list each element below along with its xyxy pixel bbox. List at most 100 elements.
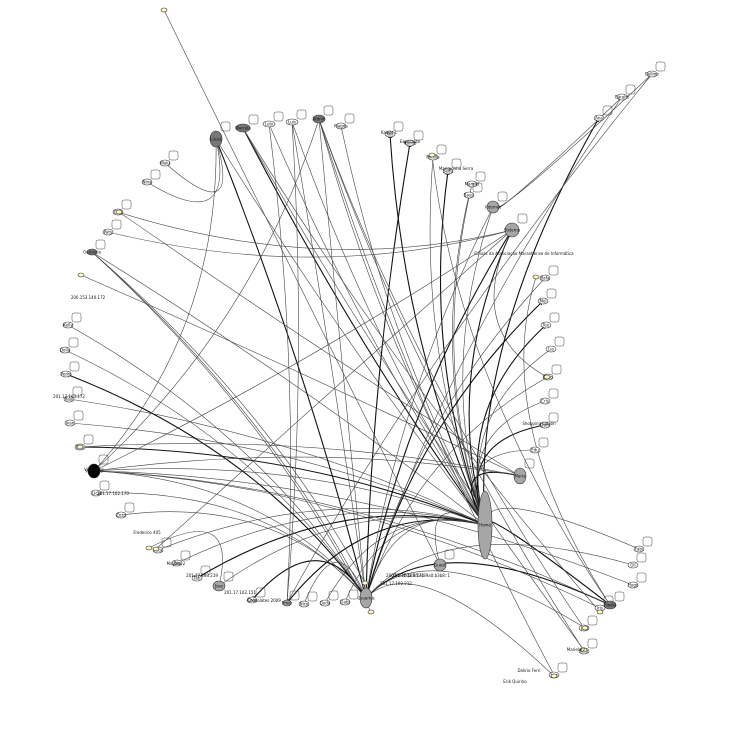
graph-node[interactable]: Mirella <box>426 144 447 161</box>
graph-node[interactable] <box>596 609 604 615</box>
graph-node[interactable]: Kelly <box>62 312 82 329</box>
node-shape[interactable] <box>171 559 183 567</box>
node-shape[interactable] <box>312 114 326 124</box>
node-shape[interactable] <box>477 490 493 560</box>
node-shape[interactable] <box>545 345 557 353</box>
graph-node[interactable]: Caio <box>246 587 266 604</box>
node-shape[interactable] <box>145 545 153 551</box>
graph-node[interactable]: Gil <box>627 552 647 569</box>
graph-node[interactable]: Edu <box>529 437 549 454</box>
graph-node[interactable]: Marcela <box>235 114 259 133</box>
graph-node[interactable]: Baraldi <box>615 84 636 101</box>
graph-node[interactable] <box>145 545 153 551</box>
graph-node[interactable] <box>543 374 551 380</box>
graph-node[interactable]: Sistema <box>504 213 528 238</box>
graph-node[interactable]: Bia <box>171 550 191 567</box>
graph-node[interactable]: Visitante <box>85 454 109 479</box>
node-shape[interactable] <box>428 152 436 158</box>
node-shape[interactable] <box>59 346 71 354</box>
graph-node[interactable]: Lia <box>545 336 565 353</box>
graph-node[interactable]: Emer <box>282 590 300 607</box>
node-shape[interactable] <box>593 114 605 122</box>
graph-node[interactable]: Admin <box>312 105 334 124</box>
node-shape[interactable] <box>141 178 153 186</box>
graph-node[interactable] <box>361 580 369 586</box>
graph-node[interactable]: Bassi <box>463 182 483 199</box>
node-shape[interactable] <box>298 600 310 608</box>
graph-node[interactable]: Lica <box>90 480 110 497</box>
graph-node[interactable] <box>115 209 123 215</box>
node-shape[interactable] <box>77 272 85 278</box>
graph-node[interactable]: Nina <box>141 169 161 186</box>
graph-node[interactable]: Fabi <box>633 536 653 553</box>
node-shape[interactable] <box>246 596 258 604</box>
node-shape[interactable] <box>466 180 478 188</box>
graph-node[interactable]: Guest <box>433 549 455 572</box>
node-shape[interactable] <box>339 598 351 606</box>
node-shape[interactable] <box>62 321 74 329</box>
graph-node[interactable] <box>428 152 436 158</box>
graph-node[interactable]: Nando <box>404 130 424 147</box>
node-shape[interactable] <box>212 580 226 592</box>
node-shape[interactable] <box>191 574 203 582</box>
node-shape[interactable] <box>160 7 168 13</box>
node-shape[interactable] <box>539 397 551 405</box>
graph-node[interactable]: Ana <box>593 105 613 122</box>
graph-node[interactable]: Malu <box>159 150 179 167</box>
graph-node[interactable]: Dolly <box>59 337 79 354</box>
graph-node[interactable]: Lucas <box>209 121 231 148</box>
graph-node[interactable]: Hugo <box>627 572 647 589</box>
node-shape[interactable] <box>64 419 76 427</box>
node-shape[interactable] <box>115 511 127 519</box>
node-shape[interactable] <box>115 209 123 215</box>
node-shape[interactable] <box>367 609 375 615</box>
graph-node[interactable]: Rafa <box>539 265 559 282</box>
graph-node[interactable]: Gabi <box>339 589 359 606</box>
graph-node[interactable]: Tati <box>191 565 211 582</box>
node-shape[interactable] <box>86 248 98 256</box>
node-shape[interactable] <box>581 625 589 631</box>
graph-node[interactable]: Sedu <box>442 158 462 175</box>
node-shape[interactable] <box>504 222 520 238</box>
graph-node[interactable]: Raul <box>63 386 83 403</box>
node-shape[interactable] <box>537 297 549 305</box>
node-shape[interactable] <box>532 274 540 280</box>
graph-node[interactable]: Usuarios <box>357 587 375 609</box>
node-shape[interactable] <box>235 123 251 133</box>
node-shape[interactable] <box>209 130 223 148</box>
node-shape[interactable] <box>580 647 588 653</box>
graph-node[interactable] <box>580 647 588 653</box>
node-shape[interactable] <box>359 587 373 609</box>
graph-node[interactable] <box>532 274 540 280</box>
node-shape[interactable] <box>550 673 558 679</box>
graph-node[interactable]: Maria <box>513 458 535 485</box>
node-shape[interactable] <box>433 558 447 572</box>
graph-node[interactable]: Duda <box>320 590 339 607</box>
graph-node[interactable]: Mamad <box>465 171 486 188</box>
node-shape[interactable] <box>627 561 639 569</box>
node-shape[interactable] <box>486 200 500 214</box>
graph-node[interactable]: Jose <box>212 571 234 592</box>
graph-node[interactable] <box>160 7 168 13</box>
node-shape[interactable] <box>282 599 292 607</box>
node-shape[interactable] <box>87 463 101 479</box>
node-shape[interactable] <box>384 130 396 138</box>
node-shape[interactable] <box>159 159 171 167</box>
node-shape[interactable] <box>539 421 551 429</box>
node-shape[interactable] <box>463 191 475 199</box>
node-shape[interactable] <box>616 93 628 101</box>
graph-node[interactable]: Magda <box>334 113 355 130</box>
graph-node[interactable] <box>77 272 85 278</box>
node-shape[interactable] <box>627 581 639 589</box>
node-shape[interactable] <box>335 122 347 130</box>
graph-node[interactable]: Gerencia <box>83 239 106 256</box>
graph-node[interactable]: Home <box>477 490 493 560</box>
graph-node[interactable]: Zezo <box>115 502 135 519</box>
graph-node[interactable] <box>367 609 375 615</box>
graph-node[interactable]: Dani <box>539 412 559 429</box>
graph-node[interactable]: Pedro <box>60 361 80 378</box>
node-shape[interactable] <box>76 444 84 450</box>
graph-node[interactable]: Paty <box>102 219 122 236</box>
node-shape[interactable] <box>633 545 645 553</box>
graph-node[interactable]: Lelo <box>262 111 284 128</box>
